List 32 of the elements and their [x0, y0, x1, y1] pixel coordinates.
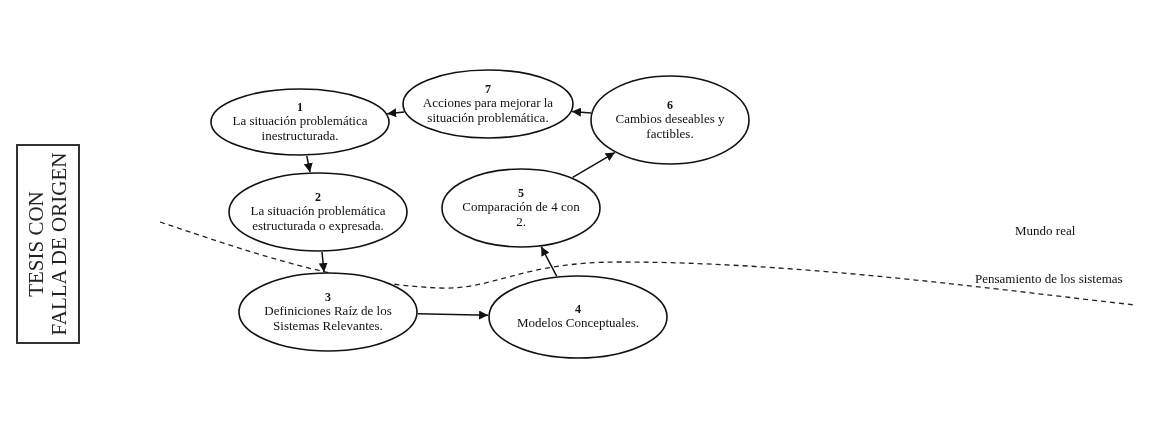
region-label: Pensamiento de los sistemas: [975, 271, 1123, 287]
process-ellipse: [488, 275, 668, 359]
stamp-text: TESIS CON: [24, 191, 48, 297]
step-number: 6: [667, 99, 673, 113]
step-label: Acciones para mejorar la situación problemática.: [421, 96, 555, 125]
process-ellipse: [441, 168, 601, 248]
arrow: [303, 155, 313, 173]
arrow: [540, 245, 558, 277]
step-number: 2: [315, 191, 321, 205]
step-number: 1: [297, 101, 303, 115]
step-label: Cambios deseables y factibles.: [614, 112, 726, 141]
step-label: La situación problemática inestructurada.: [231, 114, 369, 143]
step-label: Modelos Conceptuales.: [516, 316, 639, 331]
process-ellipse: [402, 69, 574, 139]
arrow: [318, 251, 328, 273]
step-number: 4: [575, 303, 581, 317]
arrow: [571, 151, 616, 179]
stamp-text: FALLA DE ORIGEN: [48, 152, 72, 336]
region-label: Mundo real: [1015, 223, 1076, 239]
process-ellipse: [210, 88, 390, 156]
arrow: [386, 108, 406, 118]
step-number: 3: [325, 291, 331, 305]
process-ellipse: [228, 172, 408, 252]
arrow: [417, 310, 489, 320]
process-ellipse: [590, 75, 750, 165]
step-label: Comparación de 4 con 2.: [461, 200, 581, 229]
step-label: Definiciones Raíz de los Sistemas Relevantes.: [263, 304, 393, 333]
step-number: 7: [485, 83, 491, 97]
process-ellipse: [238, 272, 418, 352]
arrow: [571, 107, 592, 117]
step-number: 5: [518, 187, 524, 201]
step-label: La situación problemática estructurada o expresada.: [249, 204, 387, 233]
